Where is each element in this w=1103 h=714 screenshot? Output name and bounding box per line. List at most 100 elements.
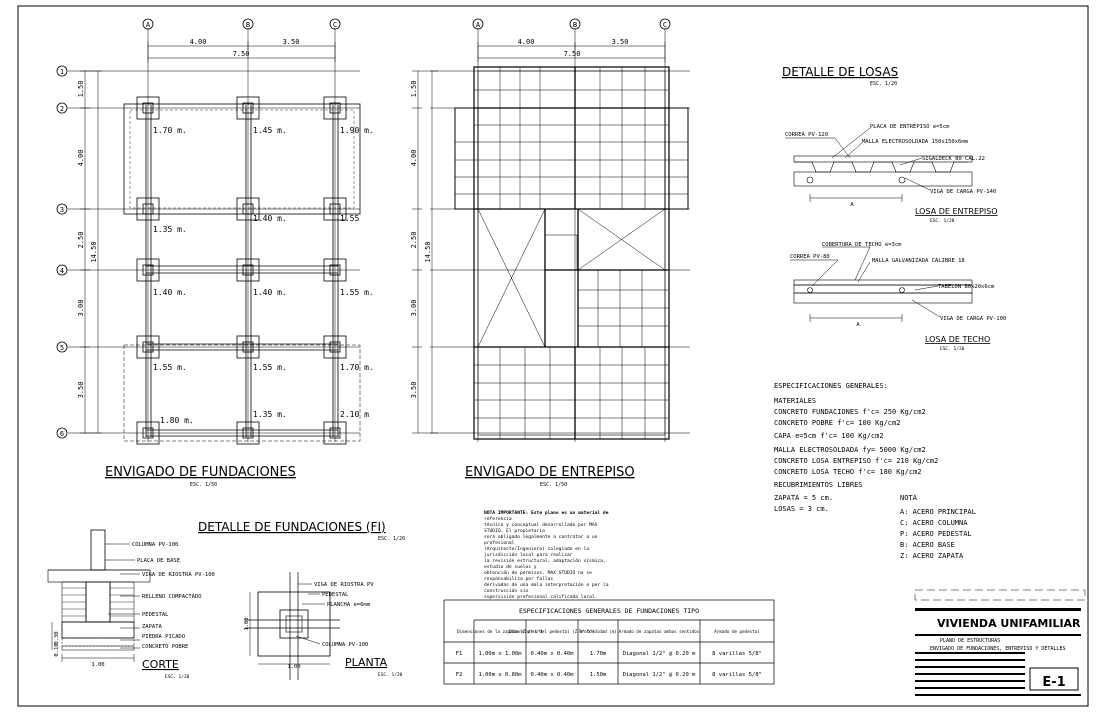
nota-importante-line: estudio de suelos y	[484, 564, 537, 570]
annotation: PIEDRA PICADO	[142, 634, 185, 640]
losas-title: DETALLE DE LOSAS	[782, 65, 898, 79]
annotation: COLUMNA PV-100	[132, 542, 178, 548]
depth-label: 2.10 m	[340, 410, 369, 419]
annotation: CONCRETO POBRE	[142, 644, 188, 650]
nota-title: NOTA	[900, 494, 918, 502]
grid-axis-label: C	[663, 21, 667, 29]
annotation: SIGALDECK 80 CAL.22	[922, 156, 985, 162]
nota-importante-line: será obligado legalmente a contratar a u…	[484, 533, 598, 540]
footings	[136, 96, 347, 445]
load-beam	[793, 171, 973, 187]
title-rule	[915, 694, 1081, 696]
table-header: Armado de zapatas ambos sentidos	[619, 629, 700, 634]
dim-text: 14.50	[424, 241, 432, 262]
table-cell: 1.00m x 0.80m	[478, 672, 522, 678]
nota-line: C: ACERO COLUMNA	[900, 519, 968, 527]
title-block	[914, 589, 1086, 696]
annotation: PEDESTAL	[142, 612, 169, 618]
dim-text: 4.00	[518, 38, 535, 46]
title-rule	[915, 680, 1025, 682]
dim-text: 3.50	[612, 38, 629, 46]
tie-beam	[47, 569, 151, 583]
spec-line: MALLA ELECTROSOLDADA fy= 5000 Kg/cm2	[774, 446, 926, 454]
spec-line: CONCRETO LOSA TECHO f'c= 180 Kg/cm2	[774, 468, 922, 476]
correa-section	[806, 176, 814, 184]
spec-line: CAPA e=5cm f'c= 100 Kg/cm2	[774, 432, 884, 440]
foundation-plan-scale: ESC. 1/50	[190, 482, 217, 488]
table-cell: 1.70m	[590, 651, 607, 657]
dim-text: 3.00	[410, 300, 418, 317]
dim-text: 1.50	[77, 81, 85, 98]
detalle-fundaciones-title: DETALLE DE FUNDACIONES (FI)	[198, 520, 386, 534]
table-cell: 0.40m x 0.40m	[530, 651, 574, 657]
sheet-number-box	[1029, 667, 1079, 691]
dim-text: 1.50	[410, 81, 418, 98]
pedestal	[279, 609, 309, 639]
spec-line: LOSAS = 3 cm.	[774, 505, 829, 513]
footing	[257, 591, 331, 657]
depth-label: 1.80 m.	[160, 416, 194, 425]
table-cell: Diagonal 1/2" @ 0.20 m	[623, 672, 697, 678]
pedestal	[85, 581, 111, 623]
entrepiso-grid-labels: A B C 4.00 3.50 7.50 1.50 4.00 2.50 3.00…	[410, 21, 667, 398]
nota-line: Z: ACERO ZAPATA	[900, 552, 964, 560]
title-rule	[915, 608, 1081, 611]
annotation: PLACA DE ENTREPISO e=5cm	[870, 124, 950, 130]
nota-importante-line: NOTA IMPORTANTE: Este plano es un materi…	[484, 510, 609, 516]
depth-label: 1.45 m.	[253, 126, 287, 135]
grid-axis-label: C	[333, 21, 337, 29]
depth-label: 1.40 m.	[253, 288, 287, 297]
dim-text: A	[850, 202, 854, 208]
depth-label: 1.40 m.	[253, 214, 287, 223]
spec-line: ZAPATA = 5 cm.	[774, 494, 833, 502]
foundation-plan-detail	[245, 572, 340, 680]
dim-text: 14.50	[90, 241, 98, 262]
spec-line: CONCRETO FUNDACIONES f'c= 250 Kg/cm2	[774, 408, 926, 416]
dim-text: 2.50	[77, 232, 85, 249]
foundation-grid-labels: A B C 1 2 3 4 5 6	[60, 21, 337, 438]
dim-text: 3.50	[283, 38, 300, 46]
title-rule	[915, 673, 1025, 675]
tie-beams	[145, 105, 339, 437]
base-plate	[285, 615, 303, 633]
depth-label: 1.55 m.	[253, 363, 287, 372]
table-cell: F2	[456, 672, 463, 678]
losa-techo-section	[790, 246, 973, 322]
gravel-layer	[61, 637, 135, 647]
foundation-plan-title: ENVIGADO DE FUNDACIONES	[105, 465, 296, 480]
nota-importante-line: construcción sin	[484, 587, 528, 594]
footing-outline	[123, 344, 361, 442]
nota-importante-line: STUDIO. El propietario	[484, 528, 545, 534]
dim-text: 7.50	[233, 50, 250, 58]
annotation: TABELON 80x20x6cm	[938, 284, 995, 290]
dim-text: 0.10	[54, 643, 60, 656]
annotation: VIGA DE CARGA PV-140	[930, 189, 996, 195]
drawing-subtitle: PLANO DE ESTRUCTURAS	[940, 638, 1000, 644]
foundation-section-labels: COLUMNA PV-100 PLACA DE BASE VIGA DE RIO…	[54, 542, 215, 668]
grid-axis-label: B	[246, 21, 250, 29]
steel-deck	[794, 161, 968, 173]
nota-importante-line: profesional	[484, 540, 515, 546]
dim-text: 7.50	[564, 50, 581, 58]
project-name: VIVIENDA UNIFAMILIAR	[937, 617, 1081, 630]
perimeter-footing	[129, 109, 355, 209]
grid-axis-label: A	[476, 21, 481, 29]
losa-techo-scale: ESC. 1/20	[940, 346, 965, 352]
dim-text: 1.00	[287, 664, 300, 670]
nota-importante-line: derivadas de una mala interpretación o p…	[484, 581, 609, 588]
nota-importante-line: referencia	[484, 516, 512, 522]
depth-label: 1.35 m.	[253, 410, 287, 419]
spec-line: MATERIALES	[774, 397, 816, 405]
annotation: COLUMNA PV-100	[322, 642, 368, 648]
footing-depth-labels: 1.70 m. 1.45 m. 1.90 m. 1.35 m. 1.40 m. …	[153, 126, 374, 425]
dim-text: 3.50	[410, 382, 418, 399]
depth-label: 1.55	[340, 214, 359, 223]
dim-text: 4.00	[77, 150, 85, 167]
table-header: Dimensiones del pedestal (Z a* b*)	[509, 629, 595, 634]
specs-title: ESPECIFICACIONES GENERALES:	[774, 382, 888, 390]
annotation: CORREA PV-120	[785, 132, 828, 138]
depth-label: 1.35 m.	[153, 225, 187, 234]
grid-axis-label: 1	[60, 68, 64, 76]
spec-line: CONCRETO LOSA ENTREPISO f'c= 210 Kg/cm2	[774, 457, 938, 465]
annotation: PEDESTAL	[322, 592, 349, 598]
